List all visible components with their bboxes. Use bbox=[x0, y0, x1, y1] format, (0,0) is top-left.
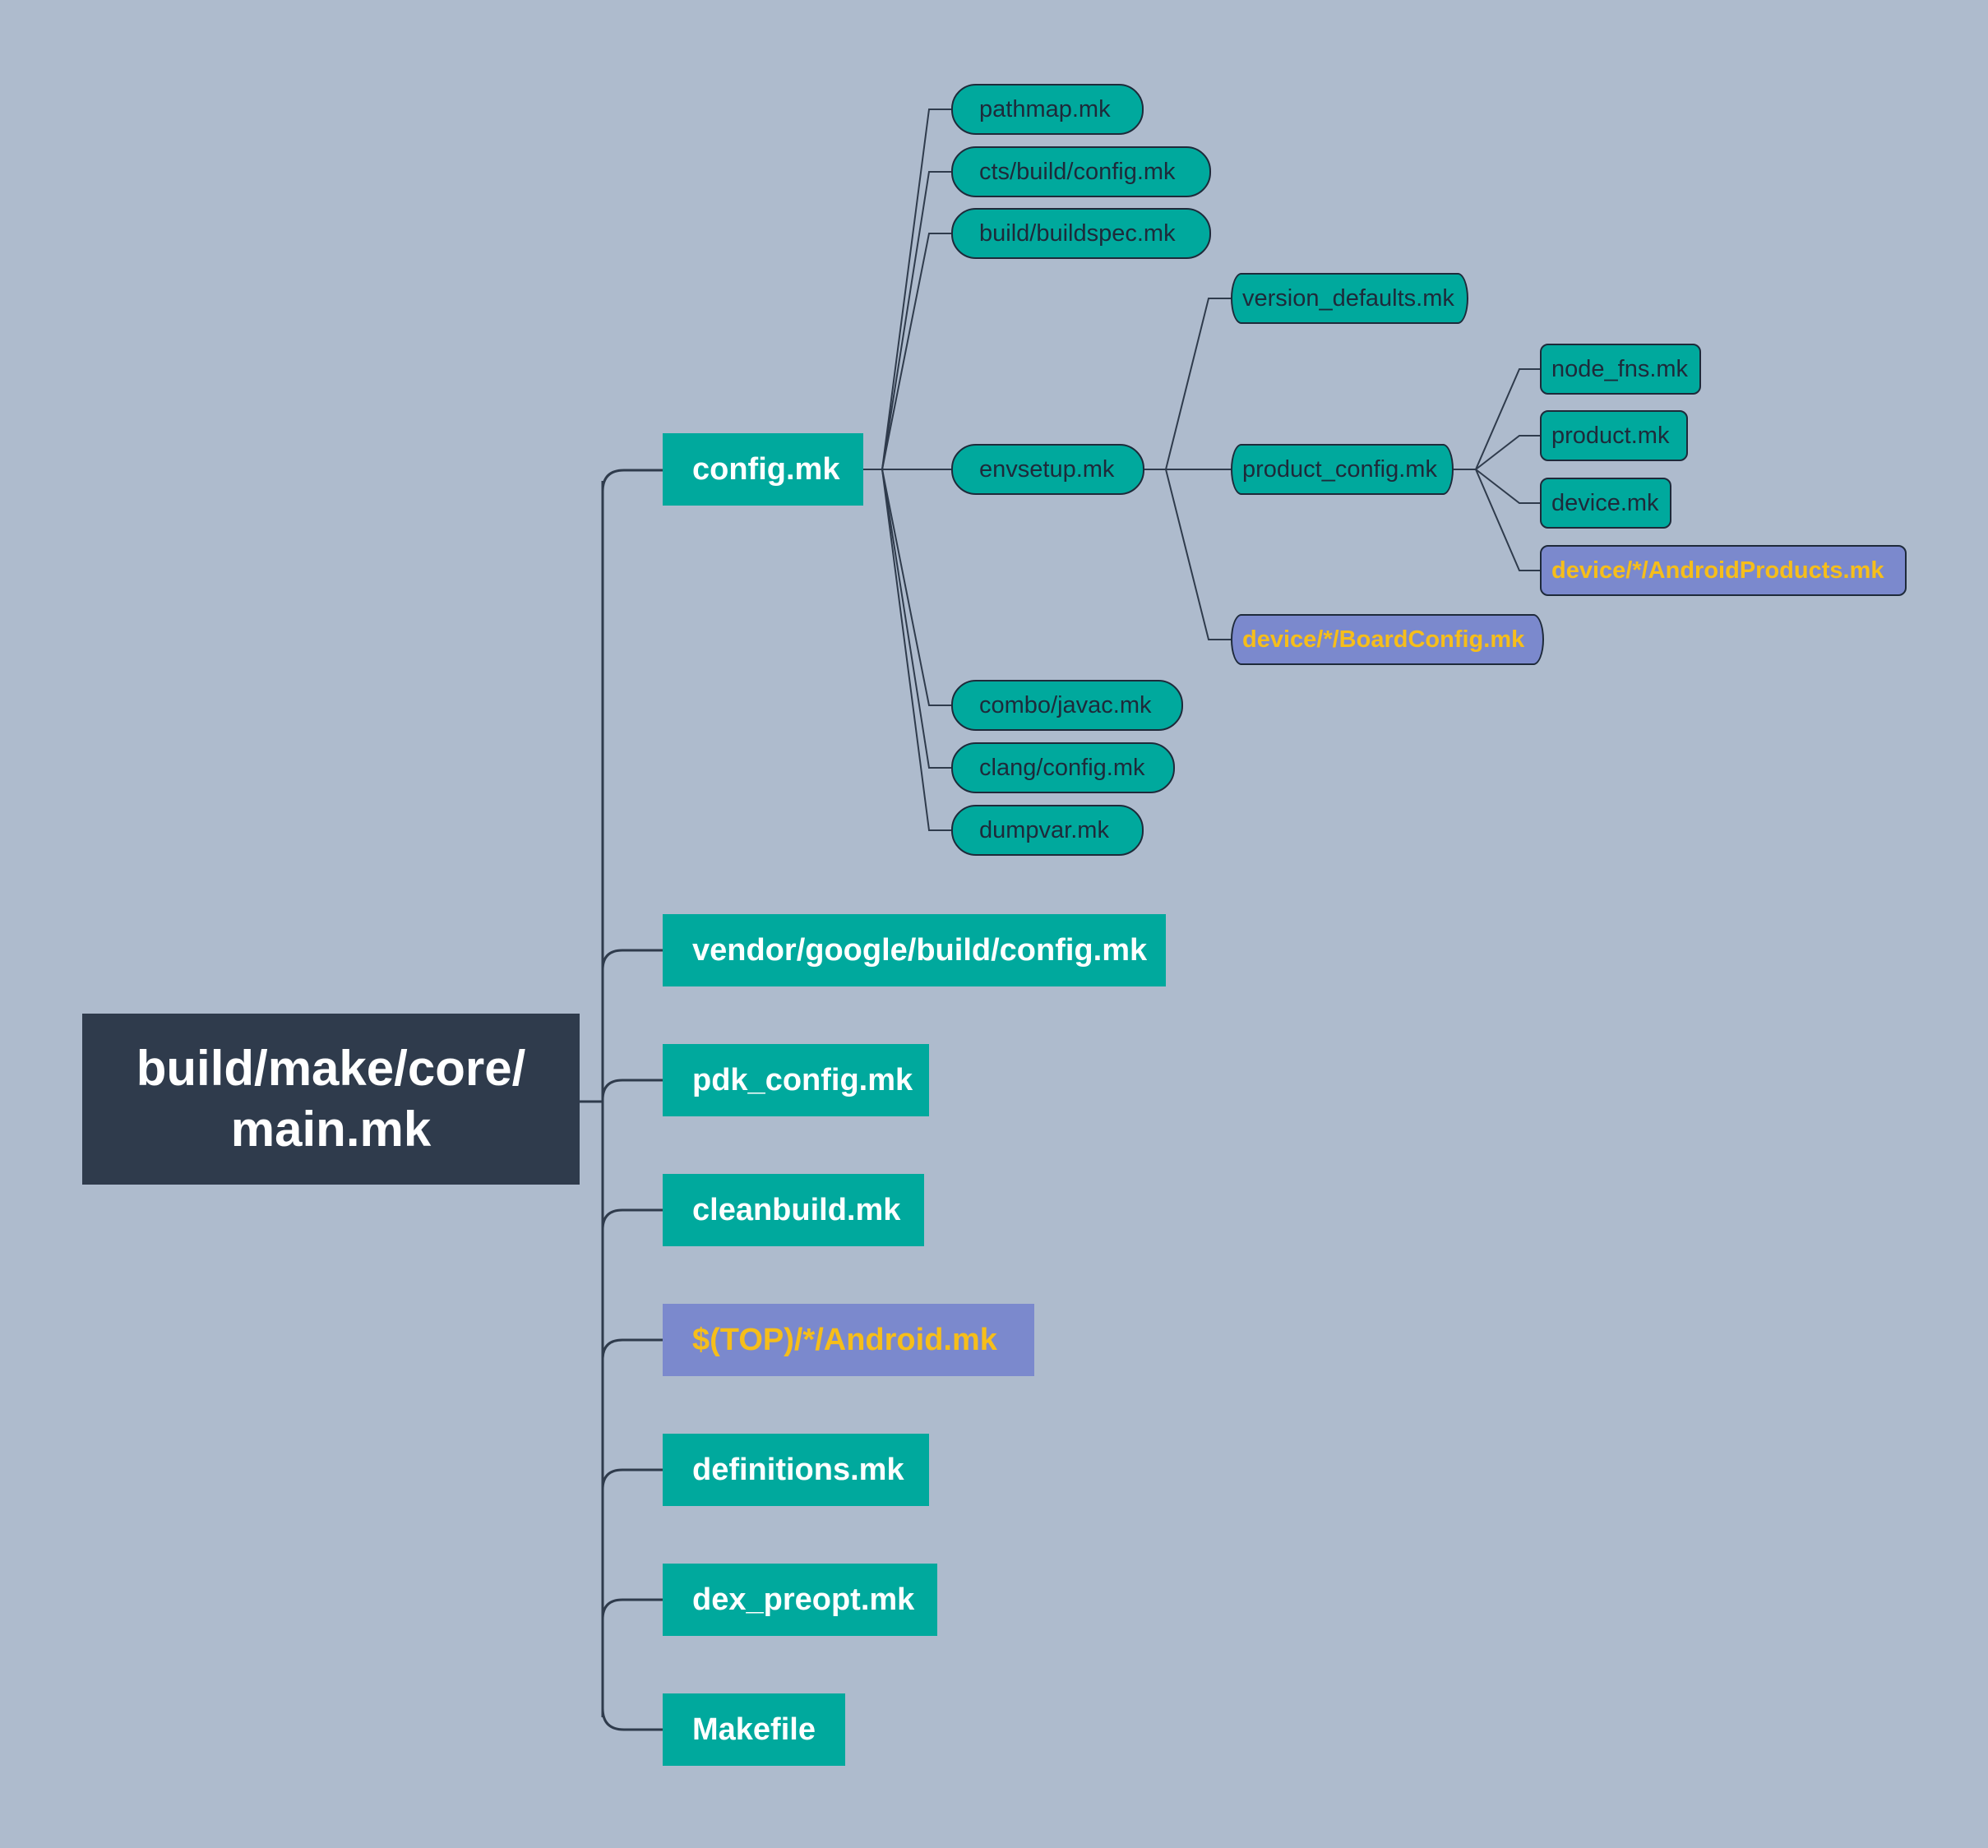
connector-makefile bbox=[601, 1707, 663, 1731]
root-label-line2: main.mk bbox=[230, 1102, 432, 1157]
node-device-androidproducts[interactable]: device/*/AndroidProducts.mk bbox=[1540, 545, 1907, 596]
node-combo-javac[interactable]: combo/javac.mk bbox=[951, 680, 1183, 731]
node-pathmap[interactable]: pathmap.mk bbox=[951, 84, 1144, 135]
root-node-main-mk[interactable]: build/make/core/ main.mk bbox=[82, 1014, 580, 1185]
connector-dex-preopt bbox=[601, 1598, 663, 1620]
connector-pathmap bbox=[863, 109, 951, 470]
connector-version-defaults bbox=[1144, 298, 1231, 470]
connector-definitions bbox=[601, 1468, 663, 1490]
node-dex-preopt[interactable]: dex_preopt.mk bbox=[663, 1564, 937, 1636]
connector-cts bbox=[881, 171, 951, 470]
connector-pdk bbox=[601, 1079, 663, 1101]
node-device-mk[interactable]: device.mk bbox=[1540, 478, 1671, 529]
connector-node-fns bbox=[1454, 368, 1540, 470]
node-vendor-google-config[interactable]: vendor/google/build/config.mk bbox=[663, 914, 1166, 986]
node-makefile[interactable]: Makefile bbox=[663, 1693, 845, 1766]
connector-dumpvar bbox=[881, 469, 951, 831]
node-build-buildspec[interactable]: build/buildspec.mk bbox=[951, 208, 1211, 259]
connector-device bbox=[1475, 469, 1540, 504]
node-config-mk[interactable]: config.mk bbox=[663, 433, 863, 506]
node-node-fns[interactable]: node_fns.mk bbox=[1540, 344, 1701, 395]
connector-config bbox=[601, 469, 663, 492]
connector-javac bbox=[881, 469, 951, 706]
connector-clang bbox=[881, 469, 951, 769]
node-envsetup[interactable]: envsetup.mk bbox=[951, 444, 1144, 495]
connector-root-trunk bbox=[580, 481, 604, 1717]
connector-android-mk bbox=[601, 1338, 663, 1361]
node-top-android-mk[interactable]: $(TOP)/*/Android.mk bbox=[663, 1304, 1034, 1376]
root-label-line1: build/make/core/ bbox=[136, 1041, 526, 1096]
node-version-defaults[interactable]: version_defaults.mk bbox=[1231, 273, 1468, 324]
connector-cleanbuild bbox=[601, 1208, 663, 1231]
connector-buildspec bbox=[881, 233, 951, 470]
node-product-config[interactable]: product_config.mk bbox=[1231, 444, 1454, 495]
connector-boardconfig bbox=[1165, 469, 1231, 640]
connector-androidproducts bbox=[1475, 469, 1540, 571]
node-clang-config[interactable]: clang/config.mk bbox=[951, 742, 1175, 793]
connector-vendor bbox=[601, 949, 663, 971]
node-product-mk[interactable]: product.mk bbox=[1540, 410, 1688, 461]
node-dumpvar[interactable]: dumpvar.mk bbox=[951, 805, 1144, 856]
node-cts-build-config[interactable]: cts/build/config.mk bbox=[951, 146, 1211, 197]
connector-product bbox=[1475, 435, 1540, 470]
node-pdk-config[interactable]: pdk_config.mk bbox=[663, 1044, 929, 1116]
node-definitions[interactable]: definitions.mk bbox=[663, 1434, 929, 1506]
node-cleanbuild[interactable]: cleanbuild.mk bbox=[663, 1174, 924, 1246]
node-device-boardconfig[interactable]: device/*/BoardConfig.mk bbox=[1231, 614, 1544, 665]
